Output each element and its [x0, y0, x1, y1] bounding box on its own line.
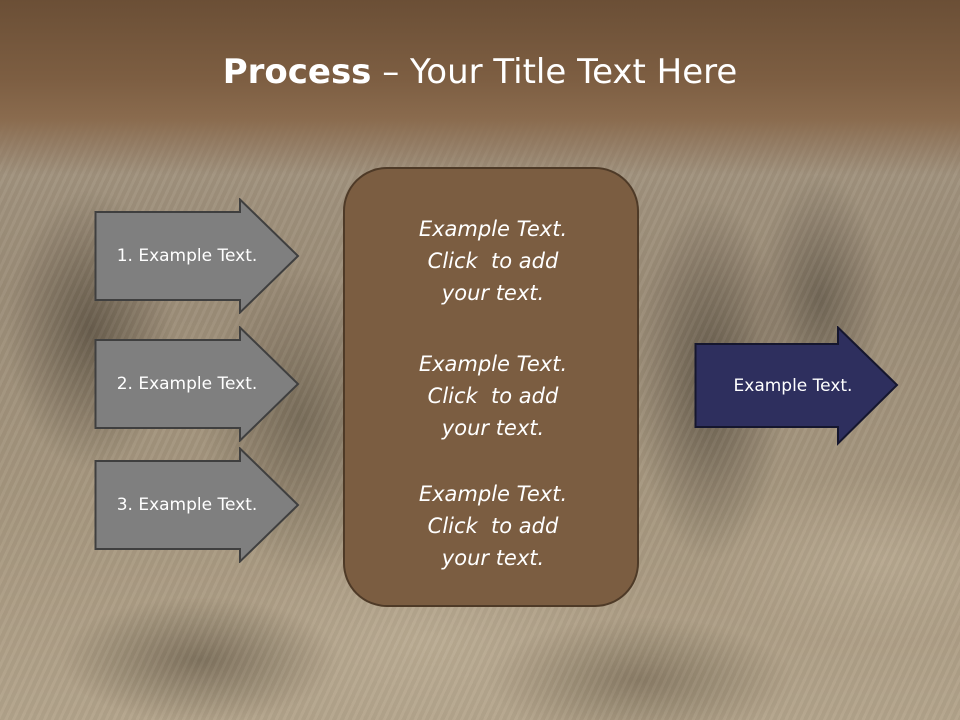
- center-paragraph-3: Example Text. Click to add your text.: [418, 482, 568, 570]
- right-arrow[interactable]: Example Text.: [694, 326, 900, 446]
- slide-title[interactable]: Process – Your Title Text Here: [0, 52, 960, 92]
- left-arrow-label: 1. Example Text.: [116, 246, 258, 266]
- center-paragraph-2: Example Text. Click to add your text.: [418, 352, 568, 440]
- title-bold: Process: [222, 52, 372, 92]
- left-arrow-2[interactable]: 2. Example Text.: [94, 326, 300, 442]
- left-arrow-label: 3. Example Text.: [116, 495, 258, 515]
- left-arrow-1[interactable]: 1. Example Text.: [94, 198, 300, 314]
- center-text-box[interactable]: Example Text. Click to add your text. Ex…: [343, 167, 639, 607]
- center-paragraph-1: Example Text. Click to add your text.: [418, 217, 568, 305]
- title-band: [0, 0, 960, 175]
- left-arrow-label: 2. Example Text.: [116, 374, 258, 394]
- right-arrow-label: Example Text.: [733, 376, 853, 396]
- left-arrow-3[interactable]: 3. Example Text.: [94, 447, 300, 563]
- title-rest: – Your Title Text Here: [371, 52, 738, 92]
